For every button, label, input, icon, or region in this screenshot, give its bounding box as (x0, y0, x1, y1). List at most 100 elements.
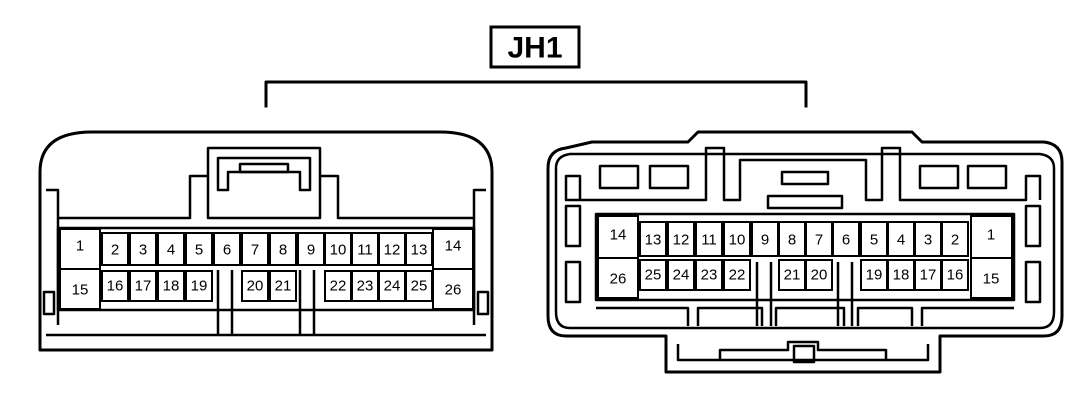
pin-cavity (639, 221, 667, 257)
right-key-slots (755, 262, 854, 326)
left-latch-top (216, 156, 312, 192)
pin-label: 2 (111, 242, 119, 259)
pin-label: 4 (897, 232, 905, 249)
right-side-slot-1 (564, 204, 582, 248)
right-bottom-tab (792, 344, 816, 364)
pin-label: 1 (987, 227, 995, 244)
pin-cavity (269, 270, 297, 302)
right-side-slot-3 (1024, 204, 1042, 248)
pin-cavity (941, 221, 969, 257)
pin-label: 21 (784, 267, 801, 284)
pin-cavity (432, 228, 474, 270)
pin-cavity (914, 221, 942, 257)
pin-cavity (405, 232, 433, 266)
pin-cavity (405, 270, 433, 302)
pin-label: 18 (163, 278, 180, 295)
pin-label: 14 (610, 227, 627, 244)
pin-label: 23 (701, 267, 718, 284)
pin-cavity (185, 270, 213, 302)
pin-label: 10 (729, 232, 746, 249)
right-top-slot-2 (648, 164, 690, 190)
pin-label: 26 (445, 282, 462, 299)
pin-cavity (970, 257, 1013, 299)
pin-cavity (695, 259, 723, 291)
pin-label: 19 (866, 267, 883, 284)
left-latch-frame (206, 176, 322, 220)
right-top-slot-4 (966, 164, 1008, 190)
pin-label: 16 (107, 278, 124, 295)
pin-cavity (378, 270, 406, 302)
pin-cavity (805, 221, 833, 257)
right-side-slot-2 (564, 260, 582, 304)
right-row-2: 26 25 24 23 22 21 20 19 18 17 16 15 (597, 257, 1013, 299)
pin-cavity (297, 232, 325, 266)
pin-label: 12 (384, 242, 401, 259)
pin-cavity (213, 232, 241, 266)
pin-label: 8 (279, 242, 287, 259)
pin-label: 14 (445, 238, 462, 255)
pin-label: 16 (947, 267, 964, 284)
pin-label: 20 (247, 278, 264, 295)
pin-label: 12 (673, 232, 690, 249)
pin-cavity (723, 221, 751, 257)
pin-label: 17 (135, 278, 152, 295)
pin-cavity (157, 270, 185, 302)
right-connector: 14 13 12 11 10 9 8 7 6 5 4 3 2 (546, 130, 1064, 374)
pin-label: 7 (251, 242, 259, 259)
connector-title: JH1 (507, 32, 562, 65)
right-side-slot-4 (1024, 260, 1042, 304)
left-row-2: 15 16 17 18 19 20 21 22 23 24 25 26 (59, 268, 474, 310)
bracket (264, 80, 808, 108)
pin-cavity (241, 270, 269, 302)
pin-label: 11 (357, 242, 373, 259)
pin-cavity (241, 232, 269, 266)
left-housing (38, 130, 494, 352)
left-side-notch-l (42, 290, 56, 316)
pin-label: 6 (842, 232, 850, 249)
pin-label: 22 (729, 267, 746, 284)
pin-cavity (59, 228, 101, 270)
pin-label: 9 (307, 242, 315, 259)
pin-label: 21 (275, 278, 292, 295)
pin-cavity (667, 221, 695, 257)
pin-label: 11 (701, 232, 717, 249)
pin-label: 20 (811, 267, 828, 284)
pin-cavity (157, 232, 185, 266)
pin-cavity (597, 257, 639, 299)
pin-label: 9 (761, 232, 769, 249)
pin-label: 24 (673, 267, 690, 284)
pin-cavity (129, 232, 157, 266)
right-pin-field (594, 212, 1016, 302)
pin-cavity (129, 270, 157, 302)
pin-label: 5 (195, 242, 203, 259)
left-key-slots (216, 270, 316, 335)
pin-cavity (59, 268, 101, 310)
pin-cavity (695, 221, 723, 257)
right-top-structure (564, 146, 1042, 202)
pin-label: 25 (645, 267, 662, 284)
pin-cavity (101, 232, 129, 266)
pin-label: 3 (139, 242, 147, 259)
left-connector: 1 2 3 4 5 6 7 8 9 10 11 12 13 1 (38, 130, 494, 352)
right-top-slot-1 (598, 164, 640, 190)
pin-label: 15 (983, 271, 1000, 288)
pin-label: 2 (951, 232, 959, 249)
pin-cavity (805, 259, 833, 291)
pin-cavity (101, 270, 129, 302)
right-latch-bar (766, 194, 844, 210)
pin-cavity (778, 259, 806, 291)
pin-cavity (970, 215, 1013, 259)
right-inner-rim (554, 152, 1056, 330)
pin-cavity (941, 259, 969, 291)
left-latch-slot (238, 162, 290, 174)
pin-cavity (751, 221, 779, 257)
pin-label: 24 (384, 278, 401, 295)
pin-label: 18 (893, 267, 910, 284)
pin-cavity (723, 259, 751, 291)
left-side-notch-r (476, 290, 490, 316)
pin-label: 13 (645, 232, 662, 249)
pin-label: 22 (330, 278, 347, 295)
right-row-1: 14 13 12 11 10 9 8 7 6 5 4 3 2 (597, 215, 1013, 259)
